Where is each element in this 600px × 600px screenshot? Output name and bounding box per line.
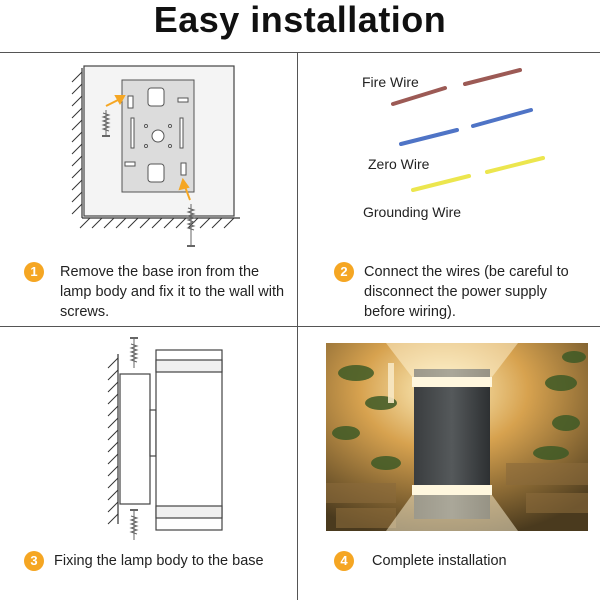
screw-arrow-bottom bbox=[178, 177, 191, 201]
base-bracket bbox=[149, 409, 157, 457]
screw-bottom bbox=[186, 204, 196, 247]
base-plate-diagram bbox=[71, 65, 240, 247]
screw-arrow-top bbox=[105, 95, 126, 107]
divider-vertical bbox=[297, 52, 298, 600]
step-4-badge: 4 bbox=[334, 551, 354, 571]
screw-bottom-lamp bbox=[129, 509, 139, 540]
step-3-badge: 3 bbox=[24, 551, 44, 571]
screw-top bbox=[129, 337, 139, 368]
bottom-light-band bbox=[412, 485, 492, 495]
installed-lamp-photo bbox=[326, 343, 588, 531]
step-3-text: Fixing the lamp body to the base bbox=[54, 553, 264, 569]
step-3: 3 Fixing the lamp body to the base bbox=[24, 551, 294, 571]
step-2-badge: 2 bbox=[334, 262, 354, 282]
zero-wire-right bbox=[471, 108, 533, 128]
ground-wire-right bbox=[485, 156, 545, 174]
step-1-badge: 1 bbox=[24, 262, 44, 282]
mounting-base bbox=[119, 373, 151, 505]
step-1-text: Remove the base iron from the lamp body … bbox=[60, 264, 285, 320]
wires-diagram bbox=[391, 68, 545, 192]
step-2-text: Connect the wires (be careful to disconn… bbox=[364, 264, 569, 320]
lamp-side-diagram bbox=[107, 337, 223, 540]
top-light-band bbox=[412, 377, 492, 387]
divider-middle bbox=[0, 326, 600, 327]
page-title: Easy installation bbox=[153, 0, 447, 40]
fire-wire-label: Fire Wire bbox=[362, 74, 419, 90]
zero-wire-label: Zero Wire bbox=[368, 156, 430, 172]
step-2: 2 Connect the wires (be careful to disco… bbox=[334, 262, 596, 322]
step-4: 4 Complete installation bbox=[334, 551, 594, 571]
wall-hatch bbox=[71, 71, 235, 229]
step-1: 1 Remove the base iron from the lamp bod… bbox=[24, 262, 289, 322]
fire-wire-left bbox=[391, 86, 447, 106]
ground-wire-left bbox=[411, 174, 471, 192]
step-4-text: Complete installation bbox=[372, 553, 507, 569]
divider-top bbox=[0, 52, 600, 53]
grounding-wire-label: Grounding Wire bbox=[363, 204, 462, 220]
zero-wire-left bbox=[399, 128, 459, 146]
fire-wire-right bbox=[463, 68, 522, 86]
foliage bbox=[332, 351, 586, 470]
screw-left bbox=[101, 110, 111, 137]
lamp-body bbox=[155, 349, 223, 531]
